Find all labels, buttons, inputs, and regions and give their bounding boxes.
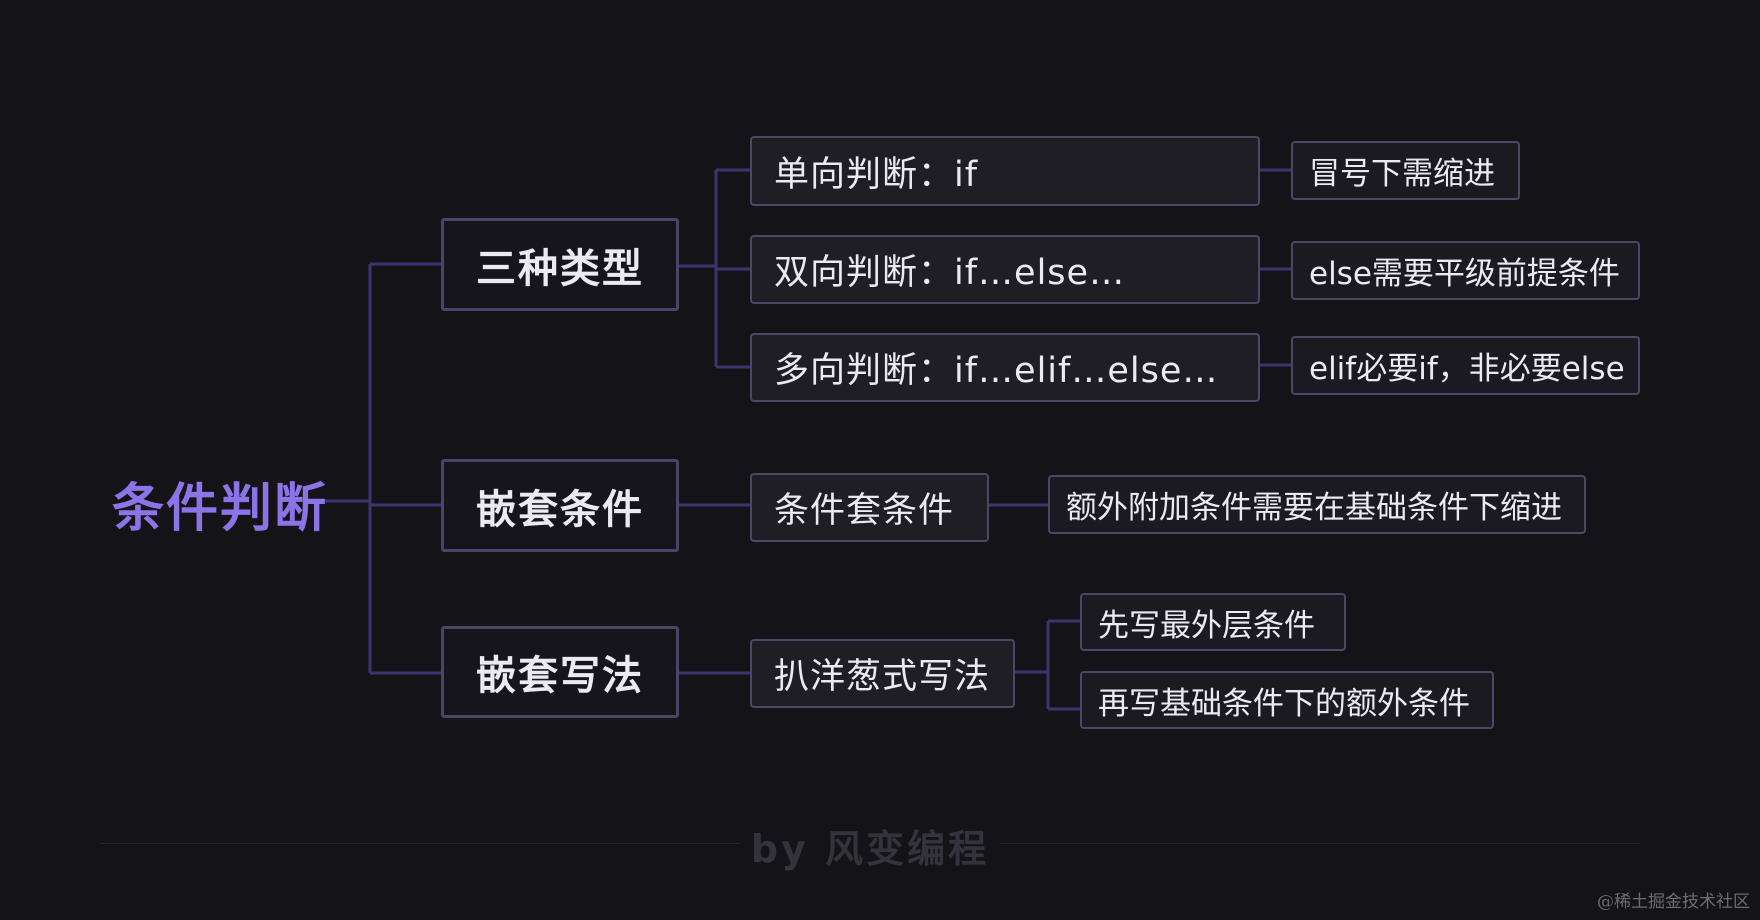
type-single[interactable]: 单向判断：if — [750, 136, 1260, 206]
branch-types[interactable]: 三种类型 — [441, 218, 679, 311]
writing-item[interactable]: 扒洋葱式写法 — [750, 639, 1015, 708]
writing-note-outer[interactable]: 先写最外层条件 — [1080, 593, 1346, 651]
connector-root — [320, 262, 443, 675]
note-double[interactable]: else需要平级前提条件 — [1291, 241, 1640, 300]
writing-note-extra[interactable]: 再写基础条件下的额外条件 — [1080, 671, 1494, 729]
root-title: 条件判断 — [112, 479, 329, 539]
connector-types — [679, 168, 751, 369]
note-single[interactable]: 冒号下需缩进 — [1291, 141, 1520, 200]
connector-writing — [679, 619, 1080, 711]
watermark: @稀土掘金技术社区 — [1597, 892, 1750, 912]
branch-writing[interactable]: 嵌套写法 — [441, 626, 679, 718]
branch-nested[interactable]: 嵌套条件 — [441, 459, 679, 552]
nested-item[interactable]: 条件套条件 — [750, 473, 989, 542]
footer-credit: by 风变编程 — [750, 827, 990, 871]
footer-line-right — [1000, 843, 1640, 844]
type-multi[interactable]: 多向判断：if…elif…else… — [750, 333, 1260, 402]
nested-note[interactable]: 额外附加条件需要在基础条件下缩进 — [1048, 475, 1586, 534]
note-multi[interactable]: elif必要if，非必要else — [1291, 336, 1640, 395]
footer-line-left — [100, 843, 740, 844]
type-double[interactable]: 双向判断：if…else… — [750, 235, 1260, 304]
connector-type-notes — [1260, 168, 1292, 367]
